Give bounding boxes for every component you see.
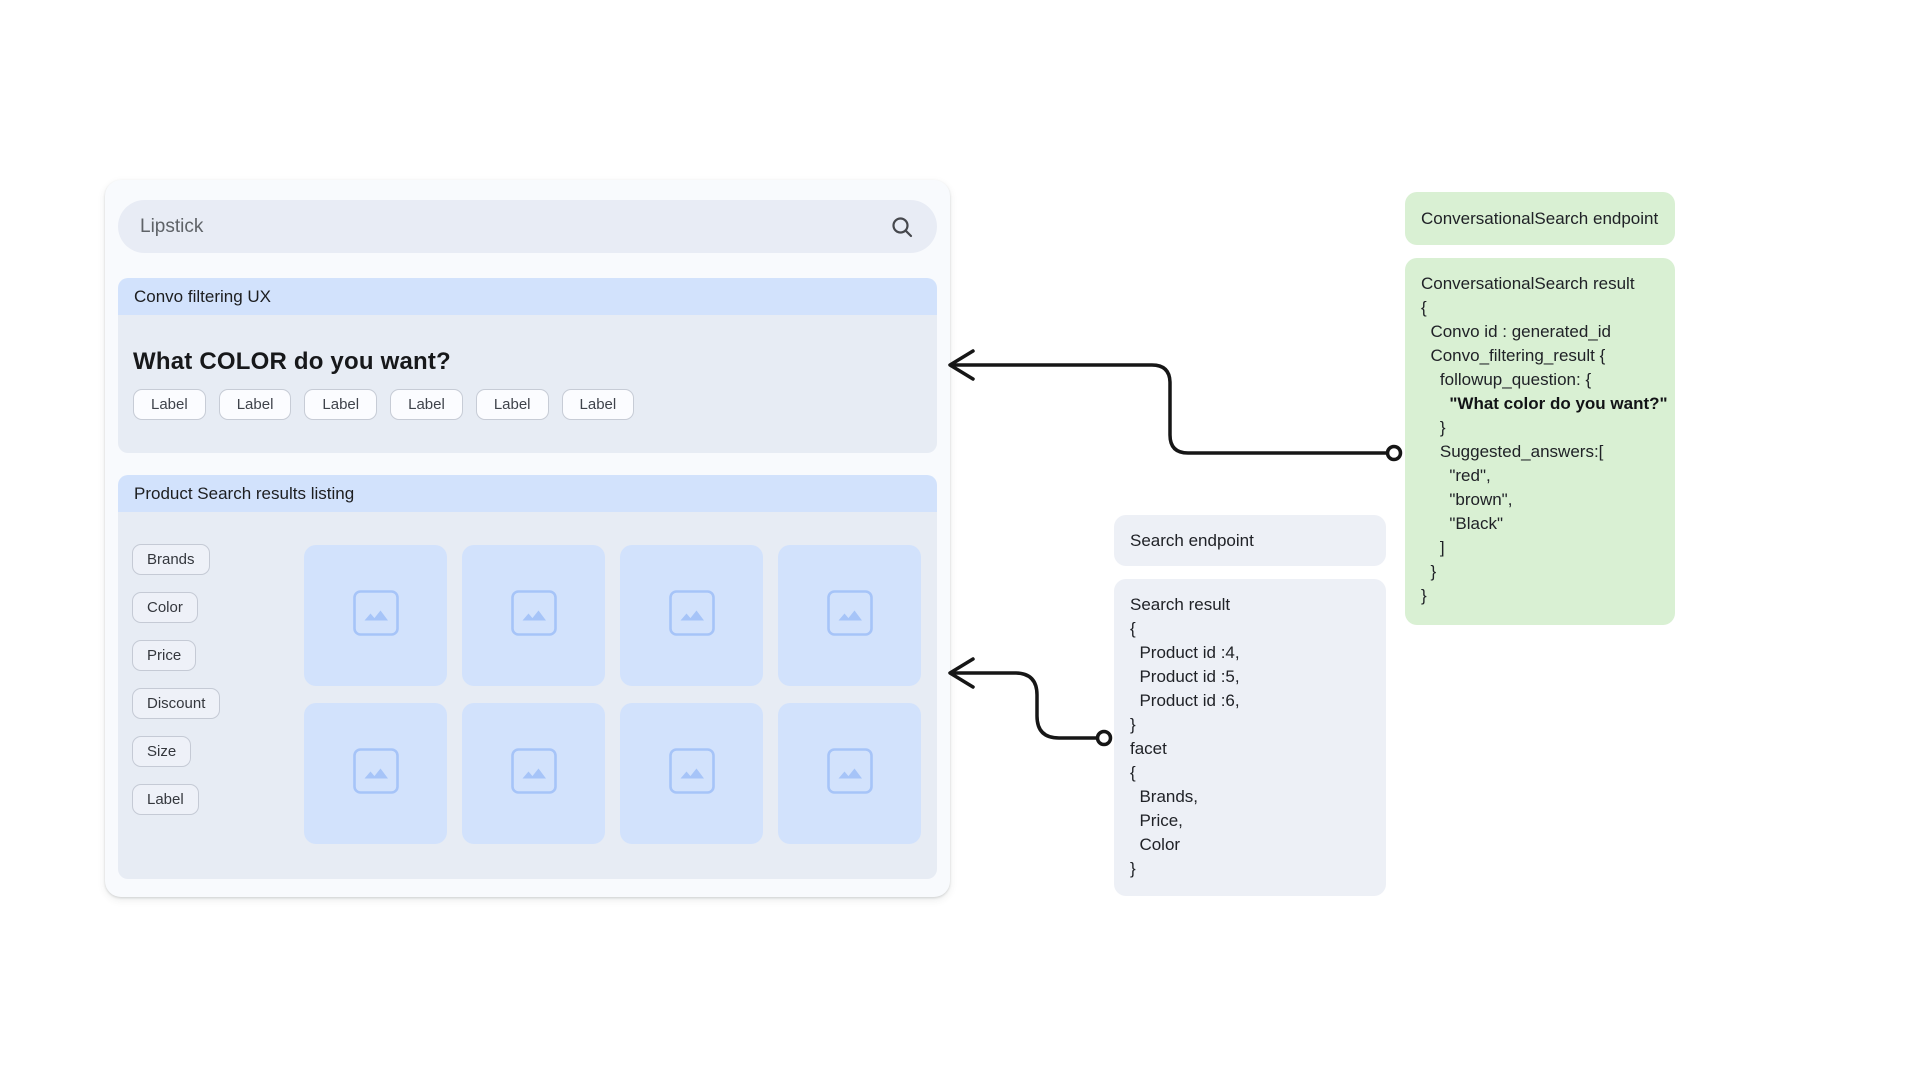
code-line: } — [1421, 562, 1437, 581]
suggested-answer-chip[interactable]: Label — [304, 389, 378, 420]
code-line: } — [1421, 418, 1446, 437]
facet-chip-size[interactable]: Size — [132, 736, 192, 767]
product-tile[interactable] — [778, 545, 921, 686]
conversationalsearch-endpoint-box: ConversationalSearch endpoint — [1405, 192, 1675, 245]
image-placeholder-icon — [352, 590, 399, 641]
product-tile[interactable] — [462, 545, 605, 686]
code-line: followup_question: { — [1421, 370, 1592, 389]
arrowhead-icon — [948, 349, 975, 381]
followup-question-heading: What COLOR do you want? — [133, 348, 451, 375]
facet-chip-brands[interactable]: Brands — [132, 544, 210, 575]
code-line: Product id :4, — [1130, 643, 1240, 662]
suggested-answer-chip[interactable]: Label — [218, 389, 292, 420]
code-line: Search result — [1130, 595, 1231, 614]
image-placeholder-icon — [352, 748, 399, 799]
product-tile[interactable] — [620, 545, 763, 686]
code-line: Product id :5, — [1130, 667, 1240, 686]
image-placeholder-icon — [668, 748, 715, 799]
search-ui-mockup-card: Convo filtering UX What COLOR do you wan… — [105, 180, 950, 897]
results-section-header: Product Search results listing — [118, 475, 937, 512]
image-placeholder-icon — [668, 590, 715, 641]
code-line: Suggested_answers:[ — [1421, 442, 1604, 461]
connector-circle — [1385, 444, 1403, 462]
code-line: Convo_filtering_result { — [1421, 346, 1606, 365]
code-line: } — [1421, 586, 1427, 605]
image-placeholder-icon — [826, 748, 873, 799]
conversationalsearch-result-box: ConversationalSearch result { Convo id : … — [1405, 258, 1675, 625]
product-tile[interactable] — [304, 703, 447, 844]
search-result-box: Search result { Product id :4, Product id… — [1114, 579, 1386, 896]
arrowhead-icon — [948, 657, 975, 689]
code-line: Price, — [1130, 811, 1183, 830]
suggested-answer-chip[interactable]: Label — [475, 389, 549, 420]
image-placeholder-icon — [510, 590, 557, 641]
code-line: { — [1421, 298, 1427, 317]
code-line: "What color do you want?" — [1421, 394, 1668, 413]
image-placeholder-icon — [510, 748, 557, 799]
facet-chip-label[interactable]: Label — [132, 784, 199, 815]
code-line: } — [1130, 859, 1136, 878]
code-line: ConversationalSearch result — [1421, 274, 1635, 293]
code-line: ] — [1421, 538, 1445, 557]
search-endpoint-box: Search endpoint — [1114, 515, 1386, 566]
code-line: "brown", — [1421, 490, 1513, 509]
facet-chip-price[interactable]: Price — [132, 640, 197, 671]
code-line: "Black" — [1421, 514, 1503, 533]
code-line: } — [1130, 715, 1136, 734]
code-line: facet — [1130, 739, 1167, 758]
arrow-convo-result-to-mockup — [948, 349, 1403, 462]
suggested-answer-chip[interactable]: Label — [561, 389, 635, 420]
code-line: Color — [1130, 835, 1181, 854]
code-line: Product id :6, — [1130, 691, 1240, 710]
code-line: { — [1130, 619, 1136, 638]
search-bar[interactable] — [118, 200, 937, 253]
code-line: Convo id : generated_id — [1421, 322, 1611, 341]
connector-circle — [1095, 729, 1113, 747]
code-line: Brands, — [1130, 787, 1199, 806]
product-tile[interactable] — [620, 703, 763, 844]
search-input[interactable] — [140, 215, 877, 238]
facet-chip-discount[interactable]: Discount — [132, 688, 221, 719]
product-tile[interactable] — [462, 703, 605, 844]
suggested-answer-chip[interactable]: Label — [133, 389, 206, 420]
convo-filtering-section-header: Convo filtering UX — [118, 278, 937, 315]
search-icon[interactable] — [889, 214, 915, 240]
facet-chip-color[interactable]: Color — [132, 592, 198, 623]
code-line: "red", — [1421, 466, 1491, 485]
product-tile-grid — [304, 545, 921, 844]
image-placeholder-icon — [826, 590, 873, 641]
code-line: { — [1130, 763, 1136, 782]
arrow-search-result-to-mockup — [948, 657, 1113, 747]
product-tile[interactable] — [304, 545, 447, 686]
suggested-answer-chip[interactable]: Label — [390, 389, 463, 420]
suggested-answer-chip-row: Label Label Label Label Label Label — [133, 389, 635, 420]
product-tile[interactable] — [778, 703, 921, 844]
